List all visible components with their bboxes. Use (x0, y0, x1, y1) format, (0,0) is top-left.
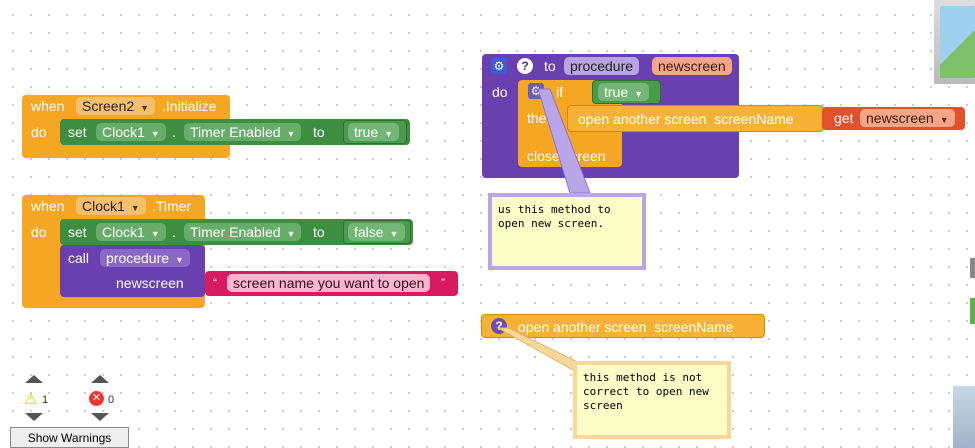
chevron-down-icon: ▼ (175, 255, 184, 265)
chevron-down-icon: ▼ (286, 129, 296, 139)
trashcan-icon[interactable] (953, 386, 975, 448)
clock1-event-dropdown[interactable]: Clock1▼ (76, 197, 146, 215)
procedure-name-dropdown[interactable]: procedure▼ (100, 249, 190, 267)
chevron-down-icon: ▼ (634, 89, 644, 99)
get-label: get (834, 110, 854, 126)
true-dropdown[interactable]: true▼ (598, 83, 650, 101)
chevron-down-icon: ▼ (286, 229, 296, 239)
dot-label: . (172, 124, 176, 140)
error-icon: ✕ (89, 391, 104, 406)
backpack-icon[interactable] (934, 0, 975, 84)
chevron-down-icon: ▼ (150, 129, 160, 139)
show-warnings-button[interactable]: Show Warnings (10, 427, 129, 448)
error-count: 0 (108, 394, 115, 406)
error-up-arrow[interactable] (91, 375, 109, 383)
text-string-block[interactable]: “ screen name you want to open ” (205, 271, 458, 296)
help-icon[interactable]: ? (517, 58, 533, 74)
get-variable-block[interactable]: get newscreen▼ (822, 107, 965, 130)
true-dropdown[interactable]: true▼ (348, 123, 400, 141)
open-another-screen-label: open another screen screenName (518, 319, 734, 335)
zoom-scroll-marker[interactable] (970, 298, 975, 324)
when-label: when (31, 98, 65, 114)
chevron-down-icon: ▼ (140, 103, 150, 113)
set-label: set (68, 124, 87, 140)
do-label: do (492, 84, 508, 100)
clock1-component-dropdown[interactable]: Clock1▼ (96, 223, 166, 241)
call-label: call (68, 250, 90, 266)
set-timer-enabled-false-block[interactable]: set Clock1▼ . Timer Enabled▼ to false▼ (60, 219, 413, 245)
false-value-block[interactable]: false▼ (343, 220, 411, 244)
open-another-screen-block[interactable]: ? open another screen screenName (481, 314, 765, 338)
chevron-down-icon: ▼ (939, 115, 949, 125)
comment-connector (496, 327, 587, 375)
event-name-label: .Initialize (162, 98, 217, 114)
true-condition-block[interactable]: true▼ (592, 80, 661, 104)
do-label: do (31, 224, 47, 240)
quote-close-label: ” (441, 276, 445, 290)
zoom-scroll-marker[interactable] (970, 258, 975, 278)
warning-down-arrow[interactable] (25, 413, 43, 421)
call-procedure-block[interactable]: call procedure▼ newscreen (60, 245, 205, 297)
string-value-field[interactable]: screen name you want to open (227, 274, 431, 292)
to-label: to (313, 224, 325, 240)
parameter-newscreen[interactable]: newscreen (652, 57, 732, 75)
procedure-name-field[interactable]: procedure (564, 57, 640, 75)
chevron-down-icon: ▼ (389, 229, 399, 239)
comment-connector (537, 88, 591, 194)
when-label: when (31, 198, 65, 214)
if-label: if (556, 84, 563, 100)
chevron-down-icon: ▼ (384, 129, 394, 139)
screen2-component-dropdown[interactable]: Screen2▼ (76, 97, 156, 115)
property-dropdown[interactable]: Timer Enabled▼ (184, 223, 302, 241)
error-down-arrow[interactable] (91, 413, 109, 421)
do-label: do (31, 124, 47, 140)
warning-count: 1 (42, 394, 49, 406)
warning-up-arrow[interactable] (25, 375, 43, 383)
property-dropdown[interactable]: Timer Enabled▼ (184, 123, 302, 141)
set-timer-enabled-block[interactable]: set Clock1▼ . Timer Enabled▼ to true▼ (60, 119, 410, 145)
argument-name-label: newscreen (116, 275, 184, 291)
to-label: to (544, 58, 556, 74)
true-value-block[interactable]: true▼ (343, 120, 407, 144)
comment-bubble[interactable]: us this method to open new screen. (488, 193, 646, 270)
chevron-down-icon: ▼ (150, 229, 160, 239)
set-label: set (68, 224, 87, 240)
open-another-screen-label: open another screen screenName (578, 111, 794, 127)
dot-label: . (172, 224, 176, 240)
open-another-screen-call-block[interactable]: open another screen screenName (567, 105, 824, 132)
false-dropdown[interactable]: false▼ (348, 223, 405, 241)
comment-bubble[interactable]: this method is not correct to open new s… (573, 361, 731, 439)
warning-icon: ⚠ (24, 391, 38, 408)
clock1-component-dropdown[interactable]: Clock1▼ (96, 123, 166, 141)
event-name-label: .Timer (152, 198, 192, 214)
gear-icon[interactable]: ⚙ (491, 58, 507, 74)
chevron-down-icon: ▼ (130, 203, 140, 213)
quote-open-label: “ (213, 276, 217, 290)
variable-dropdown[interactable]: newscreen▼ (860, 109, 955, 127)
to-label: to (313, 124, 325, 140)
